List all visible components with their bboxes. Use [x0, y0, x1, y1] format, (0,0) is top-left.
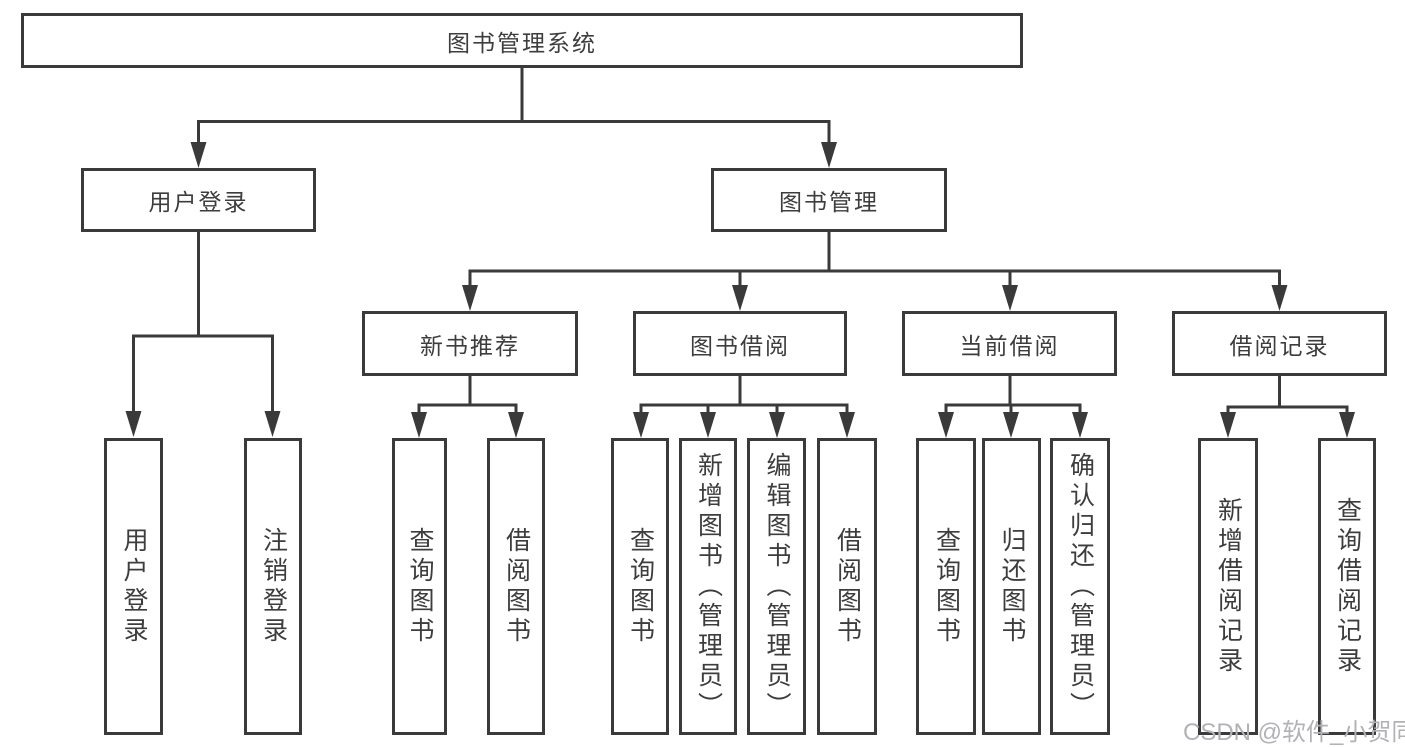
node-label: 用户登录 — [148, 189, 249, 215]
node-label: 新增借阅记录 — [1214, 496, 1243, 677]
arrowheads — [125, 142, 1355, 438]
node-label: 图书管理 — [779, 189, 879, 215]
connector-bookmgmt-to-level3 — [468, 232, 1281, 289]
node-label: 新增图书（管理员） — [694, 451, 723, 722]
leaf-return-books: 归还图书 — [982, 438, 1041, 735]
node-borrow-records: 借阅记录 — [1172, 311, 1387, 376]
node-label: 用户登录 — [120, 526, 148, 647]
node-label: 图书借阅 — [690, 332, 790, 359]
leaf-query-books: 查询图书 — [611, 438, 669, 735]
connector-records-to-leaves — [1226, 376, 1349, 416]
csdn-watermark: CSDN @软件_小贺同学 — [1183, 719, 1405, 746]
leaf-query-books: 查询图书 — [392, 438, 447, 735]
node-book-management: 图书管理 — [711, 168, 947, 232]
node-new-book-recommend: 新书推荐 — [362, 311, 578, 376]
node-label: 查询图书 — [626, 526, 655, 647]
node-label: 借阅记录 — [1229, 332, 1330, 359]
node-user-login: 用户登录 — [81, 168, 316, 232]
node-label: 查询图书 — [932, 526, 961, 647]
node-label: 归还图书 — [998, 526, 1026, 647]
leaf-edit-books-admin: 编辑图书（管理员） — [747, 438, 806, 735]
connector-root-to-level2 — [197, 66, 831, 146]
leaf-user-login: 用户登录 — [104, 438, 163, 735]
leaf-add-books-admin: 新增图书（管理员） — [679, 438, 737, 735]
node-label: 借阅图书 — [502, 526, 531, 647]
node-label: 图书管理系统 — [447, 29, 597, 56]
node-library-management-system: 图书管理系统 — [21, 13, 1023, 68]
leaf-logout: 注销登录 — [244, 438, 302, 735]
connector-current-to-leaves — [944, 376, 1082, 416]
node-label: 查询借阅记录 — [1333, 496, 1362, 677]
leaf-borrow-books: 借阅图书 — [817, 438, 877, 735]
node-current-borrowing: 当前借阅 — [902, 311, 1117, 376]
node-label: 编辑图书（管理员） — [763, 451, 791, 722]
leaf-query-books: 查询图书 — [916, 438, 976, 735]
node-label: 当前借阅 — [959, 332, 1060, 359]
node-label: 查询图书 — [406, 526, 434, 647]
connector-newbook-to-leaves — [417, 376, 518, 416]
node-label: 注销登录 — [259, 526, 288, 647]
node-label: 借阅图书 — [833, 526, 862, 647]
connector-borrow-to-leaves — [639, 376, 849, 416]
node-book-borrowing: 图书借阅 — [633, 311, 847, 376]
leaf-query-borrow-record: 查询借阅记录 — [1318, 438, 1376, 735]
node-label: 确认归还（管理员） — [1066, 451, 1095, 722]
leaf-confirm-return-admin: 确认归还（管理员） — [1050, 438, 1110, 735]
leaf-borrow-books: 借阅图书 — [487, 438, 545, 735]
node-label: 新书推荐 — [420, 332, 520, 359]
leaf-add-borrow-record: 新增借阅记录 — [1198, 438, 1258, 735]
connector-userlogin-to-leaves — [132, 232, 274, 415]
